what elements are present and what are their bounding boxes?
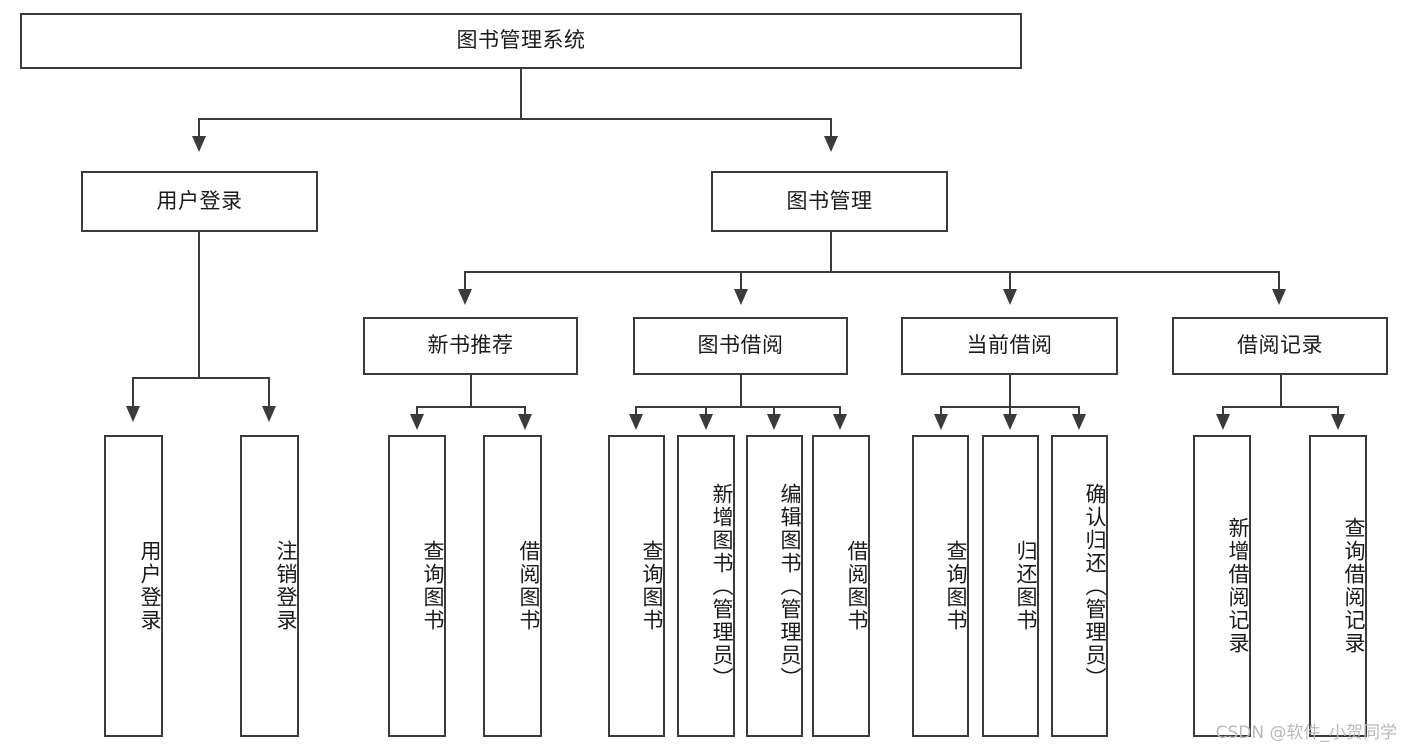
connector-newbook-stem xyxy=(470,375,472,407)
connector-borrow-drop-2 xyxy=(705,406,707,416)
arrow-to-leaf-query-record xyxy=(1331,414,1345,430)
connector-current-stem xyxy=(1009,375,1011,407)
arrow-to-leaf-edit-book xyxy=(767,414,781,430)
connector-bookmgmt-drop-4 xyxy=(1278,271,1280,289)
node-current-borrow[interactable]: 当前借阅 xyxy=(901,317,1118,375)
node-label: 归还图书 xyxy=(1014,540,1038,632)
connector-userlogin-stem xyxy=(198,232,200,378)
node-label: 借阅图书 xyxy=(517,540,541,632)
node-label: 用户登录 xyxy=(138,540,162,632)
node-new-book-recommend[interactable]: 新书推荐 xyxy=(363,317,578,375)
arrow-to-new-book xyxy=(458,289,472,305)
node-label: 查询图书 xyxy=(421,540,445,632)
connector-newbook-bar xyxy=(416,406,526,408)
leaf-confirm-return-admin[interactable]: 确认归还（管理员） xyxy=(1051,435,1108,737)
leaf-add-book-admin[interactable]: 新增图书（管理员） xyxy=(677,435,735,737)
node-root-system[interactable]: 图书管理系统 xyxy=(20,13,1022,69)
node-label: 编辑图书（管理员） xyxy=(778,482,802,690)
node-label: 借阅记录 xyxy=(1237,333,1323,358)
leaf-borrow-book-borrow[interactable]: 借阅图书 xyxy=(812,435,870,737)
connector-records-bar xyxy=(1222,406,1339,408)
connector-borrow-drop-1 xyxy=(635,406,637,416)
node-label: 确认归还（管理员） xyxy=(1083,482,1107,690)
connector-bookmgmt-stem xyxy=(830,232,832,272)
connector-borrow-drop-3 xyxy=(773,406,775,416)
node-label: 注销登录 xyxy=(274,540,298,632)
leaf-logout[interactable]: 注销登录 xyxy=(240,435,299,737)
node-label: 新书推荐 xyxy=(427,333,514,358)
leaf-query-book-newbook[interactable]: 查询图书 xyxy=(388,435,446,737)
connector-bookmgmt-drop-3 xyxy=(1009,271,1011,289)
arrow-to-leaf-confirm-return xyxy=(1072,414,1086,430)
node-label: 新增图书（管理员） xyxy=(710,482,734,690)
connector-borrow-drop-4 xyxy=(839,406,841,416)
connector-userlogin-drop-2 xyxy=(268,377,270,406)
leaf-query-book-borrow[interactable]: 查询图书 xyxy=(608,435,665,737)
arrow-to-borrow-records xyxy=(1272,289,1286,305)
connector-bookmgmt-drop-2 xyxy=(740,271,742,289)
connector-current-drop-2 xyxy=(1009,406,1011,416)
node-label: 当前借阅 xyxy=(966,333,1053,358)
arrow-to-leaf-query-book-3 xyxy=(934,414,948,430)
leaf-add-borrow-record[interactable]: 新增借阅记录 xyxy=(1193,435,1251,737)
node-label: 图书借阅 xyxy=(697,333,784,358)
node-label: 查询借阅记录 xyxy=(1342,517,1366,655)
arrow-to-leaf-user-login xyxy=(126,406,140,422)
arrow-to-current-borrow xyxy=(1003,289,1017,305)
leaf-query-book-current[interactable]: 查询图书 xyxy=(912,435,969,737)
node-user-login[interactable]: 用户登录 xyxy=(81,171,318,232)
node-label: 新增借阅记录 xyxy=(1226,517,1250,655)
node-label: 查询图书 xyxy=(944,540,968,632)
arrow-to-leaf-query-book-2 xyxy=(629,414,643,430)
csdn-watermark: CSDN @软件_小贺同学 xyxy=(1215,723,1397,743)
arrow-to-user-login xyxy=(192,136,206,152)
arrow-to-leaf-return-book xyxy=(1003,414,1017,430)
arrow-to-leaf-add-record xyxy=(1216,414,1230,430)
node-borrow-records[interactable]: 借阅记录 xyxy=(1172,317,1388,375)
leaf-return-book[interactable]: 归还图书 xyxy=(982,435,1039,737)
node-label: 借阅图书 xyxy=(845,540,869,632)
connector-userlogin-drop-1 xyxy=(132,377,134,406)
arrow-to-leaf-query-book-1 xyxy=(410,414,424,430)
connector-root-drop-left xyxy=(198,118,200,136)
connector-records-stem xyxy=(1280,375,1282,407)
connector-bookmgmt-bar xyxy=(464,271,1280,273)
arrow-to-leaf-add-book xyxy=(699,414,713,430)
arrow-to-leaf-borrow-book-1 xyxy=(518,414,532,430)
connector-root-bar xyxy=(198,118,832,120)
connector-current-drop-3 xyxy=(1078,406,1080,416)
connector-newbook-drop-2 xyxy=(524,406,526,416)
leaf-edit-book-admin[interactable]: 编辑图书（管理员） xyxy=(746,435,803,737)
leaf-query-borrow-record[interactable]: 查询借阅记录 xyxy=(1309,435,1367,737)
connector-records-drop-1 xyxy=(1222,406,1224,416)
node-label: 图书管理系统 xyxy=(456,28,586,53)
arrow-to-leaf-borrow-book-2 xyxy=(833,414,847,430)
connector-borrow-stem xyxy=(740,375,742,407)
connector-records-drop-2 xyxy=(1337,406,1339,416)
connector-newbook-drop-1 xyxy=(416,406,418,416)
leaf-borrow-book-newbook[interactable]: 借阅图书 xyxy=(483,435,542,737)
connector-bookmgmt-drop-1 xyxy=(464,271,466,289)
node-label: 用户登录 xyxy=(156,188,243,213)
arrow-to-book-manage xyxy=(824,136,838,152)
connector-root-drop-right xyxy=(830,118,832,136)
leaf-user-login[interactable]: 用户登录 xyxy=(104,435,163,737)
node-label: 图书管理 xyxy=(786,188,873,213)
arrow-to-book-borrow xyxy=(734,289,748,305)
connector-userlogin-bar xyxy=(132,377,269,379)
connector-borrow-bar xyxy=(635,406,841,408)
node-label: 查询图书 xyxy=(640,540,664,632)
node-book-management[interactable]: 图书管理 xyxy=(711,171,948,232)
arrow-to-leaf-logout xyxy=(262,406,276,422)
node-book-borrow[interactable]: 图书借阅 xyxy=(633,317,848,375)
connector-root-stem xyxy=(520,69,522,119)
connector-current-drop-1 xyxy=(940,406,942,416)
